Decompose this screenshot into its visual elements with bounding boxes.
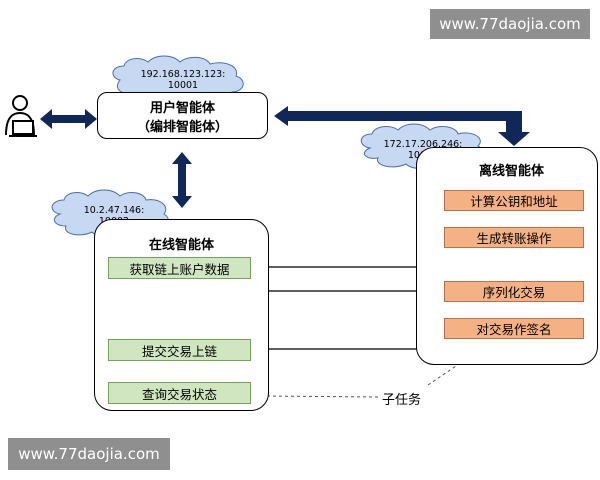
- user-agent-ip-label: 192.168.123.123: 10001: [128, 66, 238, 94]
- online-agent-box: 在线智能体: [94, 219, 269, 411]
- subtask-pointer-right: [427, 339, 495, 386]
- online-agent-title: 在线智能体: [149, 238, 215, 253]
- online-agent-ip: 10.2.47.146:: [83, 205, 145, 216]
- task-compute-key-address: 计算公钥和地址: [444, 190, 584, 211]
- watermark-bottom: www.77daojia.com: [8, 438, 170, 470]
- user-agent-port: 10001: [167, 80, 199, 91]
- task-generate-transfer: 生成转账操作: [444, 227, 584, 248]
- user-online-link-arrow: [172, 152, 192, 208]
- user-agent-box: 用户智能体 （编排智能体）: [97, 92, 268, 139]
- offline-to-user-arrow: [274, 106, 530, 146]
- offline-agent-title: 离线智能体: [479, 164, 545, 179]
- user-agent-link-arrow: [40, 109, 97, 129]
- task-serialize-tx: 序列化交易: [444, 281, 584, 302]
- user-agent-ip: 192.168.123.123:: [140, 69, 226, 80]
- task-sign-tx: 对交易作签名: [444, 318, 584, 339]
- user-agent-title: 用户智能体: [149, 100, 215, 116]
- user-agent-subtitle: （编排智能体）: [136, 119, 228, 135]
- subtask-label: 子任务: [382, 393, 422, 408]
- task-fetch-chain-data: 获取链上账户数据: [108, 257, 251, 279]
- watermark-top: www.77daojia.com: [430, 9, 590, 39]
- offline-agent-ip: 172.17.206.246:: [383, 139, 463, 150]
- task-submit-tx: 提交交易上链: [108, 339, 251, 361]
- user-laptop-icon: [5, 95, 37, 137]
- task-query-tx-status: 查询交易状态: [108, 382, 251, 404]
- subtask-pointer-left: [261, 392, 379, 400]
